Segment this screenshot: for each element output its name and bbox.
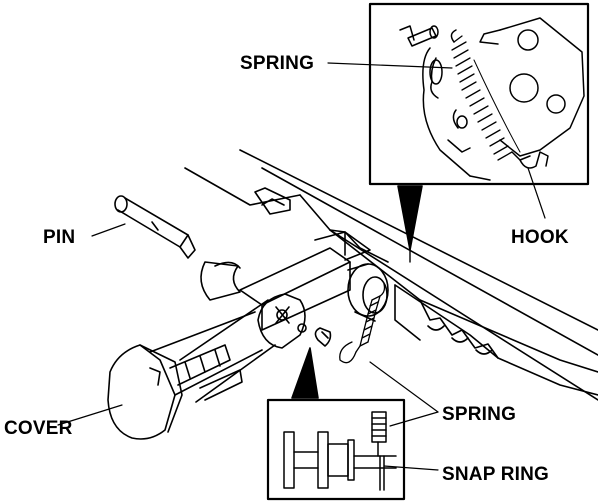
leader-cover	[57, 404, 123, 426]
bracket-assembly	[239, 231, 389, 331]
snap-ring-part	[314, 327, 332, 347]
leader-snap-ring	[383, 465, 439, 471]
leader-lines	[57, 62, 546, 471]
pin-label: PIN	[43, 227, 76, 248]
leader-spring-bottom-b	[389, 411, 439, 427]
detail-inset-bottom	[266, 347, 406, 501]
pin-part	[114, 195, 196, 259]
spring-bottom-part	[339, 283, 386, 364]
lever-arm	[179, 293, 307, 403]
hook-label: HOOK	[511, 227, 569, 248]
cover-part	[107, 311, 263, 440]
leader-spring-top	[327, 62, 453, 69]
leader-spring-bottom-a	[369, 361, 439, 413]
snap-ring-label: SNAP RING	[442, 464, 550, 485]
spring-label-bottom: SPRING	[442, 404, 517, 425]
cover-label: COVER	[4, 418, 73, 439]
leader-pin	[91, 223, 126, 237]
spring-label-top: SPRING	[240, 53, 315, 74]
detail-inset-top	[368, 2, 590, 263]
seat-frame	[184, 149, 598, 401]
left-plate	[200, 261, 241, 301]
inset-bottom-contents	[283, 411, 397, 491]
leader-hook	[527, 167, 546, 219]
inset-top-contents	[399, 17, 585, 181]
